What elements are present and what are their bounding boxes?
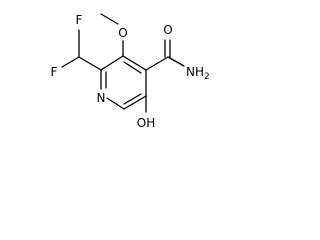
bond-chf2-f-left (61, 56, 80, 68)
bond-carbonyl-n (167, 56, 185, 67)
atom-label-f-top: F (76, 13, 83, 27)
methoxy-group (100, 13, 124, 57)
bond-c3-carbonyl (145, 56, 169, 71)
atom-label-n-ring: N (97, 91, 106, 105)
bond-c5-n (106, 97, 125, 110)
nh2-subscript: 2 (204, 72, 210, 82)
bond-c2-c3-inner (123, 61, 142, 74)
pyridine-ring (100, 55, 147, 110)
nh-text: NH (186, 65, 204, 79)
bond-c1-c2 (100, 55, 124, 71)
bond-c1-chf2 (78, 56, 102, 71)
bond-c4-c5-inner (123, 93, 142, 105)
carboxamide-group (145, 39, 185, 71)
atom-label-f-left: F (51, 65, 58, 79)
bond-o-ch3 (100, 13, 119, 25)
difluoromethyl-group (61, 29, 102, 71)
bond-c2-c3 (122, 55, 147, 71)
bond-c4-c5 (123, 95, 147, 110)
atom-label-o-amide: O (163, 23, 172, 37)
atom-label-nh2: NH2 (186, 65, 210, 82)
structure-diagram: F F O O NH2 N OH (51, 13, 210, 130)
atom-label-oh: OH (137, 116, 155, 130)
atom-label-o-methoxy: O (118, 26, 127, 40)
